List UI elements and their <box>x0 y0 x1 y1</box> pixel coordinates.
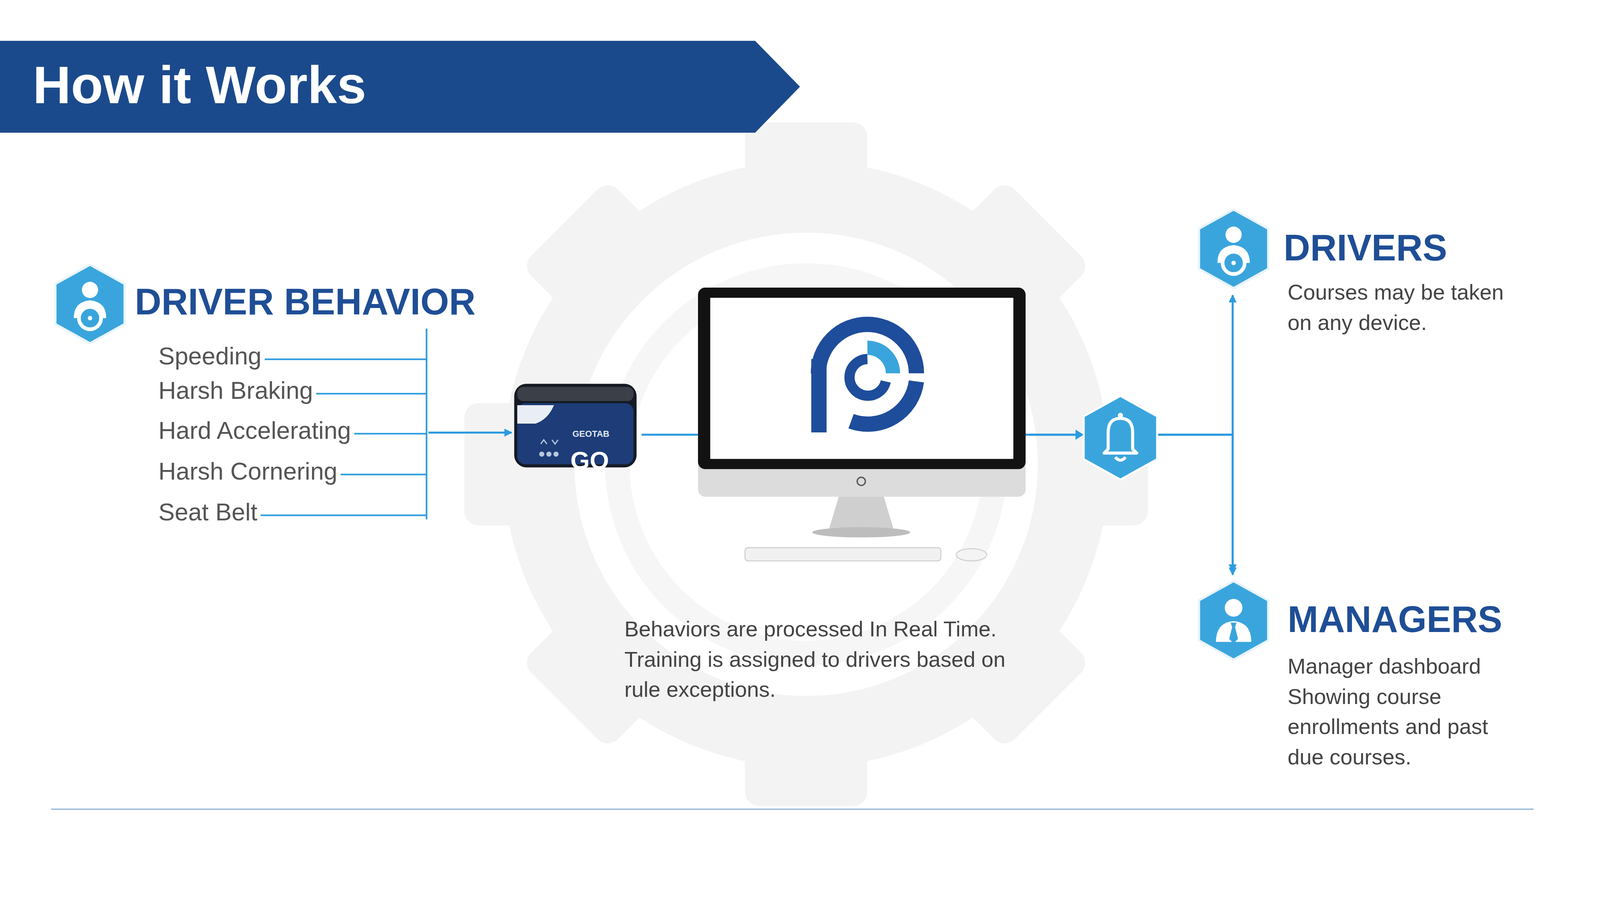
audience-node: MANAGERSManager dashboard Showing course… <box>1196 579 1271 662</box>
description: Courses may be taken on any device. <box>1287 277 1528 338</box>
bracket-line <box>425 328 428 520</box>
hexagon-icon <box>53 263 127 345</box>
description: Behaviors are processed In Real Time. Tr… <box>624 614 1045 705</box>
heading: DRIVER BEHAVIOR <box>134 280 476 324</box>
brand-text: GEOTAB <box>572 429 610 439</box>
behavior-item: Speeding <box>158 341 262 371</box>
gear-watermark <box>464 122 1148 806</box>
leader-line <box>264 358 427 360</box>
behavior-item: Harsh Braking <box>158 376 314 406</box>
icon-holder <box>53 263 127 345</box>
title-banner <box>0 40 800 133</box>
bell-hexagon <box>1083 396 1158 480</box>
behavior-item: Hard Accelerating <box>158 416 351 446</box>
description: Manager dashboard Showing course enrollm… <box>1287 651 1525 772</box>
arrowhead <box>1075 429 1084 440</box>
footer-rule <box>51 808 1534 810</box>
computer-monitor <box>698 287 1026 566</box>
page-title: How it Works <box>32 56 367 114</box>
audience-node: DRIVERSCourses may be taken on any devic… <box>1196 208 1271 290</box>
behavior-item: Seat Belt <box>158 497 258 527</box>
flow-arrow <box>428 431 512 434</box>
model-text: GO <box>570 448 609 473</box>
behavior-item: Harsh Cornering <box>158 456 338 486</box>
platform-box: Behaviors are processed In Real Time. Tr… <box>698 287 1026 566</box>
leader-line <box>354 432 427 435</box>
heading: MANAGERS <box>1287 598 1503 641</box>
heading: DRIVERS <box>1283 226 1448 270</box>
leader-line <box>260 514 427 516</box>
leader-line <box>316 392 427 395</box>
hexagon-icon <box>1196 208 1271 290</box>
behavior-group: DRIVER BEHAVIORSpeedingHarsh BrakingHard… <box>153 342 427 523</box>
device-box: GEOTABGO <box>513 382 638 469</box>
leader-line <box>340 473 427 476</box>
hexagon-icon <box>1196 579 1271 662</box>
